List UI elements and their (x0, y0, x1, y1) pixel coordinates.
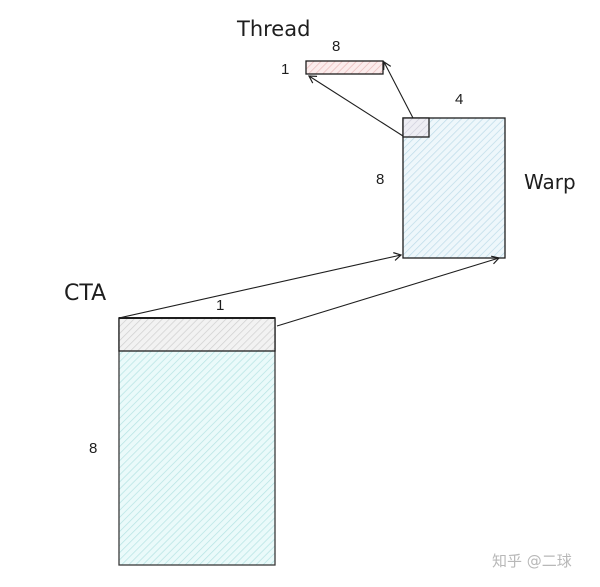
watermark: 知乎 @二球 (492, 552, 572, 570)
warp-label: Warp (524, 170, 576, 194)
warp-block (402, 117, 506, 259)
thread-width-label: 8 (332, 38, 340, 55)
arrow-warp-to-thread-left (307, 75, 404, 137)
warp-width-label: 4 (455, 91, 463, 108)
arrow-warp-to-thread-right (383, 60, 414, 119)
arrow-cta-to-warp-right (276, 255, 501, 327)
arrow-cta-to-warp-left (118, 252, 403, 319)
cta-height-label: 8 (89, 440, 97, 457)
thread-height-label: 1 (281, 61, 289, 78)
cta-block (118, 317, 276, 566)
cta-label: CTA (64, 281, 106, 306)
thread-block (305, 60, 384, 75)
cta-warp-row (118, 317, 276, 352)
cta-row-label: 1 (216, 297, 224, 314)
warp-height-label: 8 (376, 171, 384, 188)
warp-thread-cell (402, 117, 430, 138)
thread-label: Thread (236, 17, 310, 41)
